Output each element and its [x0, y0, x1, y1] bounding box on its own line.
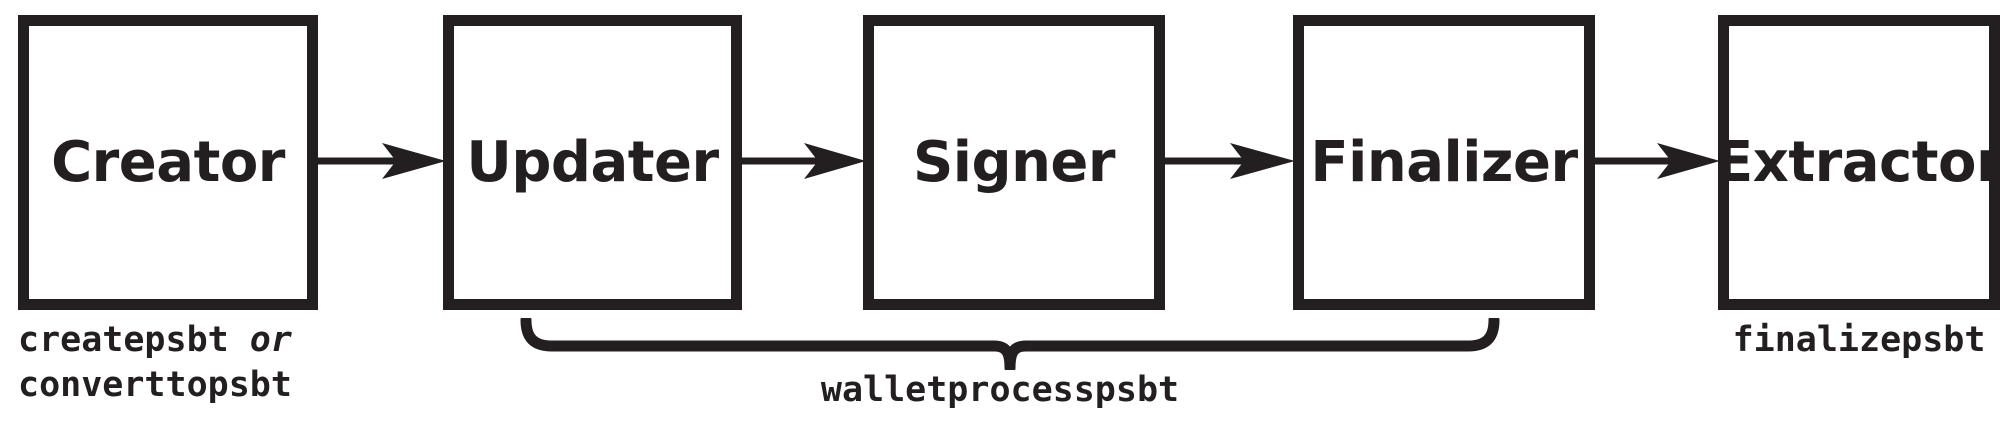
caption-creator-conjunction: or: [249, 320, 292, 360]
arrow-right-icon-finalizer-extractor: [1593, 143, 1720, 179]
stage-label-creator: Creator: [51, 129, 285, 195]
stage-box-creator: Creator: [18, 15, 318, 310]
stage-label-signer: Signer: [912, 129, 1116, 195]
stage-label-finalizer: Finalizer: [1310, 129, 1578, 195]
arrow-right-icon-creator-updater: [316, 143, 446, 179]
arrow-right-icon-updater-signer: [740, 143, 866, 179]
arrow-right-icon-signer-finalizer: [1163, 143, 1295, 179]
caption-extractor: finalizepsbt: [1732, 320, 1986, 360]
stage-box-finalizer: Finalizer: [1293, 15, 1595, 310]
curly-brace-underline: [520, 318, 1500, 370]
stage-label-updater: Updater: [466, 129, 719, 195]
stage-box-extractor: Extractor: [1714, 15, 2000, 310]
stage-box-signer: Signer: [863, 15, 1165, 310]
caption-creator: createpsbt or converttopsbt: [18, 318, 292, 408]
caption-walletprocesspsbt: walletprocesspsbt: [820, 370, 1180, 410]
caption-creator-command-1: createpsbt: [18, 320, 229, 360]
caption-creator-line2: converttopsbt: [18, 364, 292, 405]
stage-label-extractor: Extractor: [1714, 129, 2000, 195]
stage-box-updater: Updater: [443, 15, 742, 310]
caption-creator-line1: createpsbt or: [18, 318, 292, 363]
